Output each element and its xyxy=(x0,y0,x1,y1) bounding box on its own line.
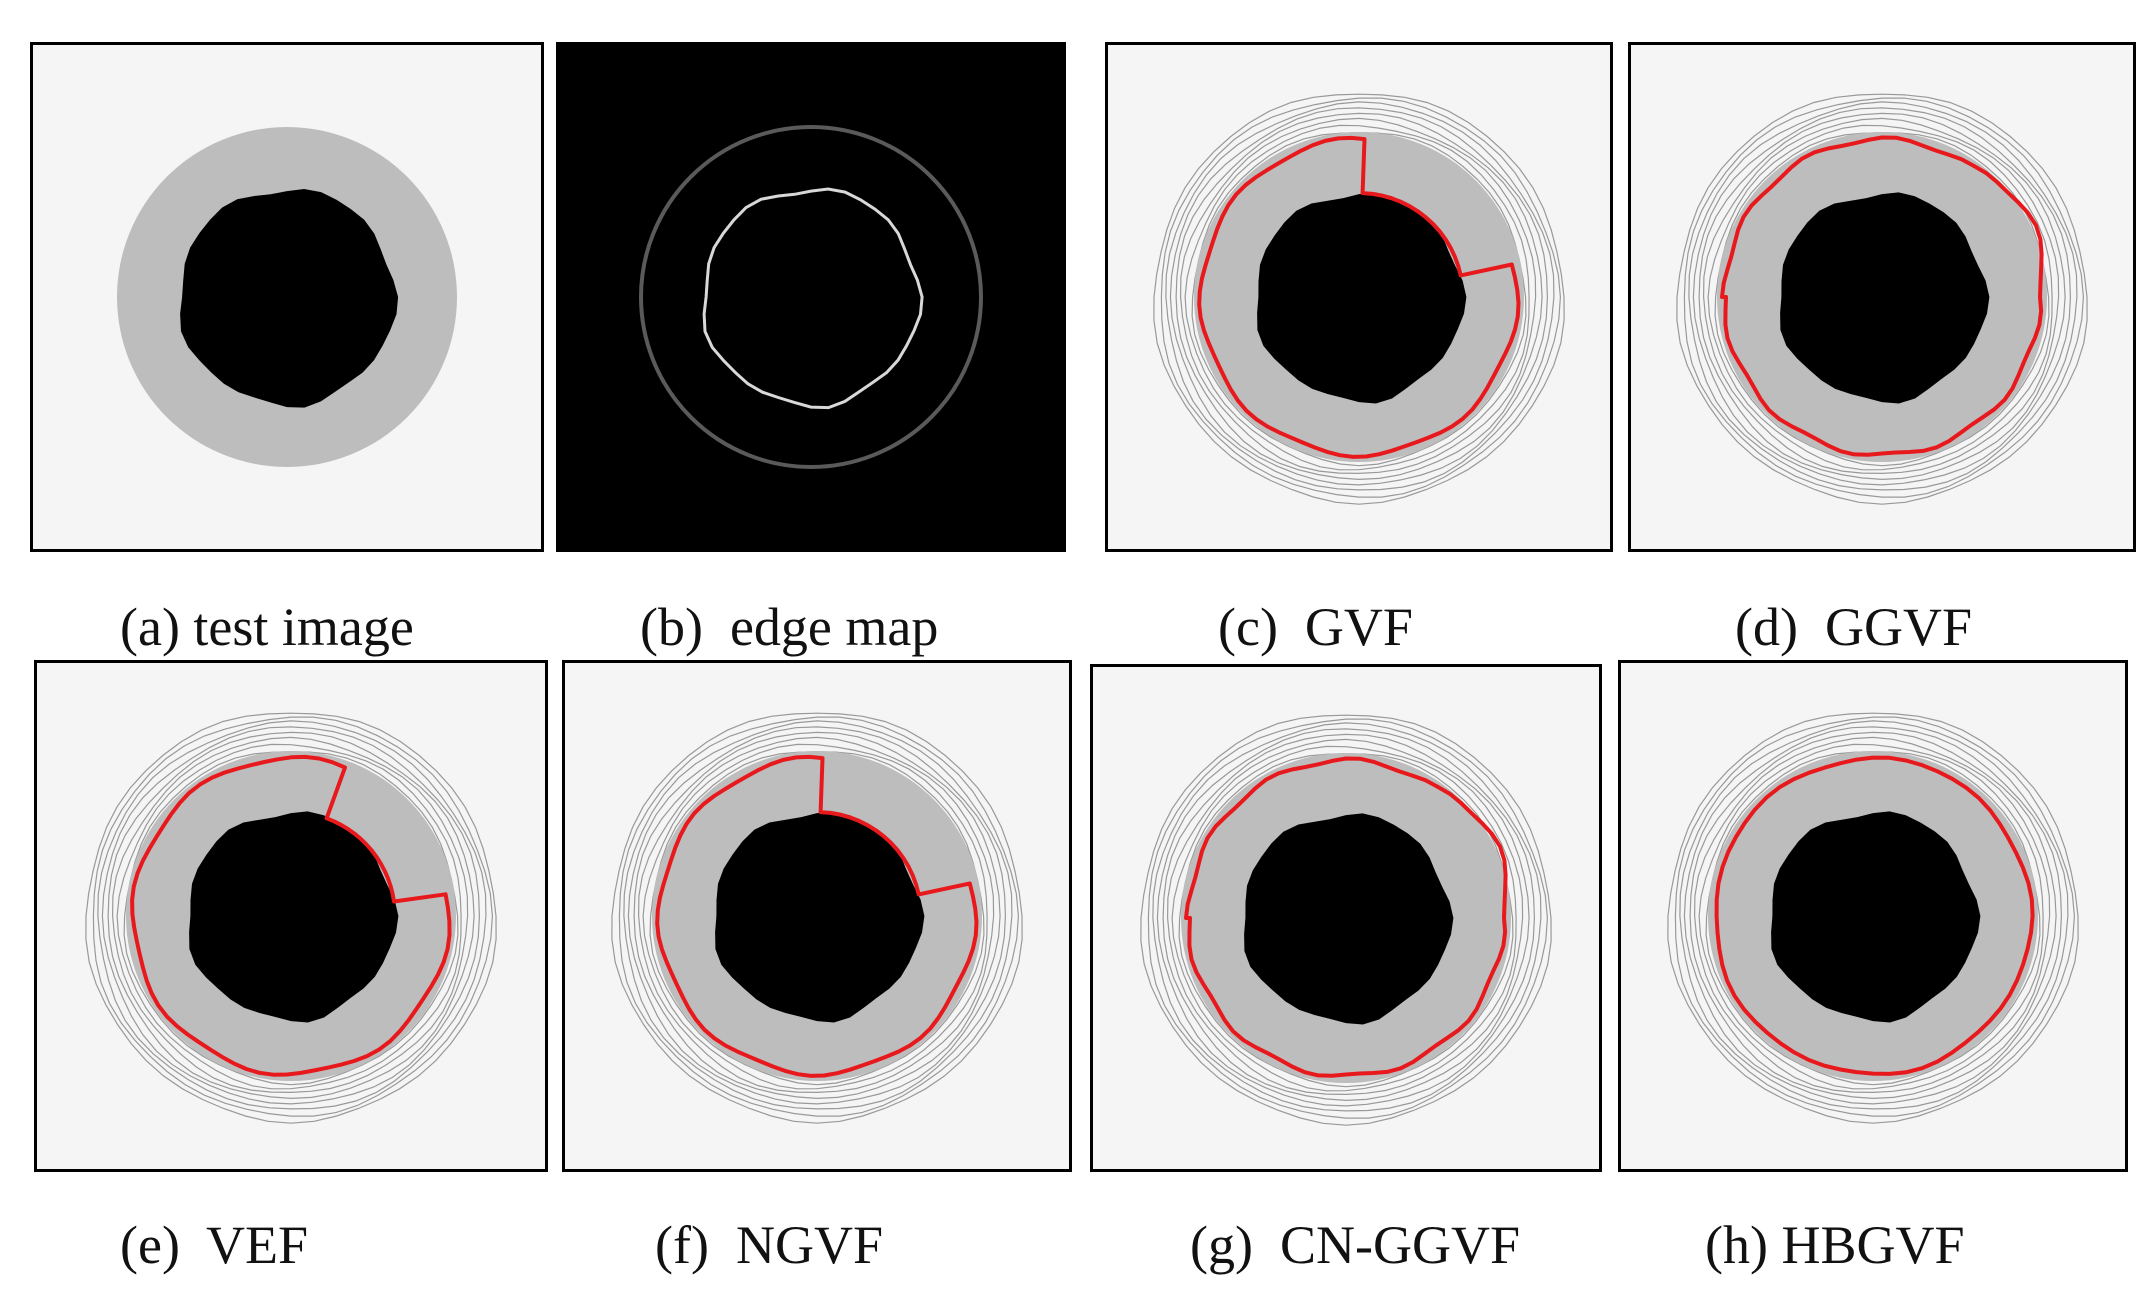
streamline-ring xyxy=(1714,132,2050,467)
streamline-ring xyxy=(1692,107,2072,486)
streamline-ring xyxy=(111,736,469,1094)
panel-c-gvf xyxy=(1105,42,1613,552)
streamline-ring xyxy=(1676,93,2088,505)
streamline-ring xyxy=(1171,745,1517,1092)
streamline-ring xyxy=(85,712,497,1124)
inner-hole xyxy=(1257,192,1467,404)
streamline-ring xyxy=(1693,736,2051,1094)
streamline-ring xyxy=(1698,743,2044,1090)
streamline-ring xyxy=(92,716,494,1117)
streamline-ring xyxy=(1679,720,2069,1110)
panel-f-graphic xyxy=(611,712,1023,1124)
inner-hole xyxy=(1244,813,1454,1025)
streamline-ring xyxy=(1152,722,1542,1112)
panel-c-graphic xyxy=(1153,93,1565,505)
panel-h-hbgvf xyxy=(1618,660,2128,1172)
streamline-ring xyxy=(642,743,988,1090)
streamline-ring xyxy=(1184,124,1530,471)
caption-b: (b) edge map xyxy=(640,597,939,657)
streamline-ring xyxy=(1707,124,2053,471)
caption-e: (e) VEF xyxy=(120,1215,308,1275)
inner-hole xyxy=(1771,811,1981,1023)
caption-a: (a) test image xyxy=(120,597,414,657)
caption-f: (f) NGVF xyxy=(655,1215,883,1275)
inner-hole xyxy=(189,811,399,1023)
streamline-ring xyxy=(1147,718,1549,1119)
panel-g-graphic xyxy=(1140,714,1552,1126)
snake-contour xyxy=(130,754,452,1077)
streamline-ring xyxy=(1705,751,2041,1086)
streamline-ring xyxy=(1162,733,1530,1102)
streamline-ring xyxy=(611,712,1023,1124)
streamline-ring xyxy=(123,751,459,1086)
streamline-ring xyxy=(101,726,481,1105)
panel-d-ggvf xyxy=(1628,42,2136,552)
panel-b-edge-map xyxy=(556,42,1066,552)
streamline-ring xyxy=(107,731,475,1100)
panel-f-ngvf xyxy=(562,660,1072,1172)
caption-h: (h) HBGVF xyxy=(1705,1215,1965,1275)
streamline-ring xyxy=(1169,107,1549,486)
panel-g-cn-ggvf xyxy=(1090,664,1602,1172)
panel-d-graphic xyxy=(1676,93,2088,505)
streamline-ring xyxy=(1140,714,1552,1126)
streamline-ring xyxy=(1698,112,2066,481)
caption-g: (g) CN-GGVF xyxy=(1190,1215,1520,1275)
inner-hole xyxy=(180,189,399,408)
inner-edge xyxy=(702,187,924,410)
streamline-ring xyxy=(1683,726,2063,1105)
snake-contour xyxy=(1714,755,2035,1076)
streamline-ring xyxy=(1702,117,2060,475)
streamline-ring xyxy=(618,716,1020,1117)
streamline-ring xyxy=(649,751,985,1086)
streamline-ring xyxy=(1674,716,2076,1117)
streamline-ring xyxy=(1688,101,2078,491)
snake-contour xyxy=(1197,135,1521,459)
streamline-ring xyxy=(1689,731,2057,1100)
caption-c: (c) GVF xyxy=(1218,597,1413,657)
panel-a-test-image xyxy=(30,42,544,552)
streamline-ring xyxy=(116,743,462,1090)
snake-contour xyxy=(655,754,979,1078)
streamline-ring xyxy=(1165,101,1555,491)
streamline-ring xyxy=(1178,753,1514,1088)
panel-b-graphic xyxy=(639,125,983,469)
streamline-ring xyxy=(637,736,995,1094)
streamline-ring xyxy=(627,726,1007,1105)
streamline-ring xyxy=(1175,112,1543,481)
streamline-ring xyxy=(1179,117,1537,475)
caption-d: (d) GGVF xyxy=(1735,597,1972,657)
streamline-ring xyxy=(1156,728,1536,1107)
panel-e-vef xyxy=(34,660,548,1172)
inner-hole xyxy=(1780,192,1990,404)
streamline-ring xyxy=(1683,97,2085,498)
snake-contour xyxy=(1720,135,2044,457)
streamline-ring xyxy=(633,731,1001,1100)
streamline-ring xyxy=(1667,712,2079,1124)
streamline-ring xyxy=(1160,97,1562,498)
streamline-ring xyxy=(97,720,487,1110)
streamline-ring xyxy=(623,720,1013,1110)
panel-a-graphic xyxy=(117,127,457,467)
panel-h-graphic xyxy=(1667,712,2079,1124)
streamline-ring xyxy=(1166,738,1524,1096)
inner-hole xyxy=(715,811,925,1023)
streamline-ring xyxy=(1153,93,1565,505)
panel-e-graphic xyxy=(85,712,497,1124)
snake-contour xyxy=(1184,756,1508,1078)
streamline-ring xyxy=(1191,132,1527,467)
outer-edge xyxy=(639,125,983,469)
